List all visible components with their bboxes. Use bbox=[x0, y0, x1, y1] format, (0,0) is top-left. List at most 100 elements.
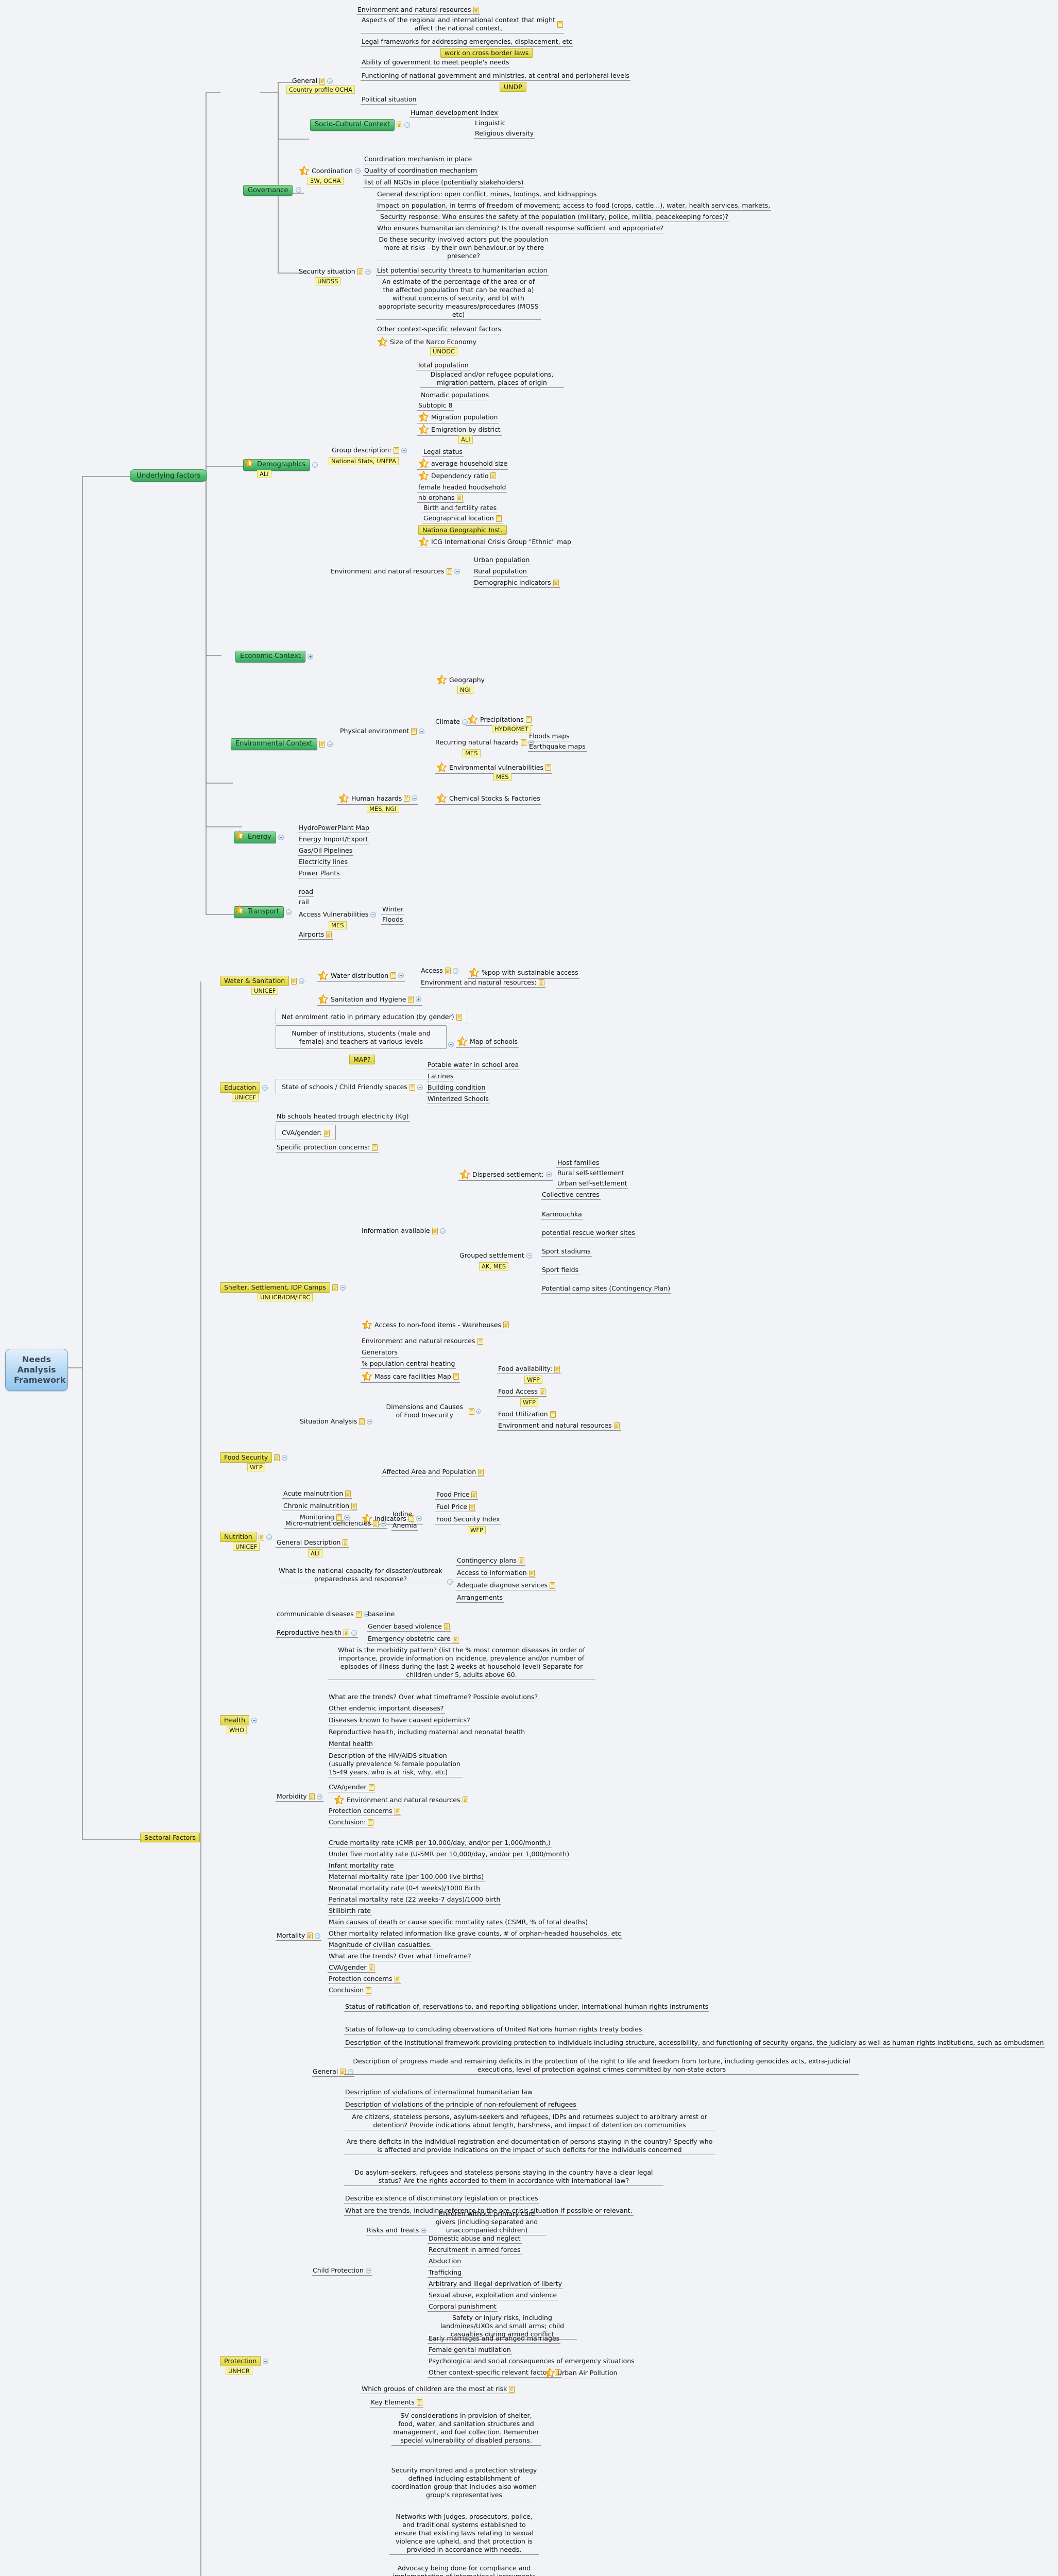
grouped-settlement-node[interactable]: Grouped settlement bbox=[458, 1251, 533, 1260]
collapse-toggle-icon[interactable] bbox=[447, 1579, 453, 1585]
collapse-toggle-icon[interactable] bbox=[401, 447, 407, 453]
national-capacity-toggle[interactable] bbox=[447, 1577, 453, 1586]
morbidity-child-7[interactable]: CVA/gender bbox=[328, 1783, 376, 1792]
nutrition-iodine[interactable]: Iodine bbox=[391, 1510, 414, 1519]
water-access-node[interactable]: Access bbox=[420, 966, 459, 975]
food-security-node[interactable]: Food Security bbox=[219, 1452, 288, 1463]
mortality-child-10[interactable]: What are the trends? Over what timeframe… bbox=[328, 1952, 472, 1961]
demographics-child-15[interactable]: ICG International Crisis Group "Ethnic" … bbox=[417, 536, 572, 548]
child-key-elements[interactable]: Key Elements bbox=[370, 2398, 423, 2408]
collapse-toggle-icon[interactable] bbox=[381, 1520, 387, 1527]
governance-general[interactable]: General bbox=[291, 75, 334, 86]
natural-hazards-node[interactable]: Recurring natural hazards bbox=[434, 738, 535, 747]
morbidity-child-4[interactable]: Reproductive health, including maternal … bbox=[328, 1727, 526, 1737]
child-risk-10[interactable]: Female genital mutilation bbox=[428, 2345, 512, 2355]
collapse-toggle-icon[interactable] bbox=[351, 1630, 357, 1636]
school-latrines[interactable]: Latrines bbox=[426, 1072, 455, 1081]
mortality-child-6[interactable]: Stillbirth rate bbox=[328, 1906, 372, 1916]
food-availability-node[interactable]: Food availability: bbox=[497, 1364, 561, 1374]
socio-cultural-context-node[interactable]: Socio-Cultural Context bbox=[309, 118, 411, 131]
mortality-child-4[interactable]: Neonatal mortality rate (0-4 weeks)/1000… bbox=[328, 1884, 481, 1893]
food-env-node[interactable]: Environment and natural resources bbox=[497, 1421, 621, 1431]
shelter-masscare-node[interactable]: Mass care facilities Map bbox=[361, 1370, 460, 1383]
reproductive-gbv[interactable]: Gender based violence bbox=[367, 1622, 451, 1632]
collapse-toggle-icon[interactable] bbox=[439, 1228, 446, 1234]
water-env-node[interactable]: Environment and natural resources: bbox=[420, 978, 545, 988]
education-child-protection[interactable]: Specific protection concerns: bbox=[276, 1143, 379, 1153]
demographics-child-11[interactable]: nb orphans bbox=[417, 493, 464, 503]
demographics-child-3[interactable]: Subtopic 8 bbox=[417, 401, 454, 411]
indicator-fuel-price[interactable]: Fuel Price bbox=[435, 1502, 476, 1512]
environmental-context-node[interactable]: Environmental Context bbox=[230, 738, 334, 751]
energy-child-3[interactable]: Electricity lines bbox=[298, 857, 349, 867]
security-child-8[interactable]: Size of the Narco Economy bbox=[376, 336, 478, 348]
collapse-toggle-icon[interactable] bbox=[278, 834, 284, 840]
chemical-stocks-node[interactable]: Chemical Stocks & Factories bbox=[435, 792, 541, 805]
energy-child-2[interactable]: Gas/Oil Pipelines bbox=[298, 846, 354, 856]
collapse-toggle-icon[interactable] bbox=[462, 719, 468, 725]
morbidity-child-8[interactable]: Environment and natural resources bbox=[333, 1794, 469, 1806]
water-access-child[interactable]: %pop with sustainable access bbox=[468, 967, 579, 979]
collapse-toggle-icon[interactable] bbox=[545, 1172, 552, 1177]
demographics-env-child-1[interactable]: Rural population bbox=[473, 567, 528, 577]
collapse-toggle-icon[interactable] bbox=[370, 911, 377, 918]
collapse-toggle-icon[interactable] bbox=[312, 462, 318, 468]
protection-general-child-9[interactable]: Describe existence of discriminatory leg… bbox=[344, 2194, 539, 2204]
mortality-child-13[interactable]: Conclusion bbox=[328, 1986, 373, 1995]
child-groups-at-risk[interactable]: Which groups of children are the most at… bbox=[361, 2384, 516, 2394]
earthquake-maps-node[interactable]: Earthquake maps bbox=[528, 742, 587, 752]
affected-area-node[interactable]: Affected Area and Population bbox=[381, 1467, 485, 1477]
protection-general-child-8[interactable]: Do asylum-seekers, refugees and stateles… bbox=[344, 2168, 663, 2186]
child-risk-11[interactable]: Psychological and social consequences of… bbox=[428, 2357, 636, 2366]
school-winterized[interactable]: Winterized Schools bbox=[426, 1094, 490, 1104]
governance-general-child-6[interactable]: UNDP bbox=[500, 81, 526, 92]
protection-node[interactable]: Protection bbox=[219, 2355, 269, 2367]
protection-general-node[interactable]: General bbox=[312, 2067, 355, 2077]
child-risk-12[interactable]: Other context-specific relevant factors bbox=[428, 2368, 561, 2378]
child-risk-9[interactable]: Early marriages and arranged marriages bbox=[428, 2334, 561, 2344]
governance-general-child-1[interactable]: Aspects of the regional and internationa… bbox=[361, 15, 564, 33]
child-risk-0[interactable]: Children without primary care givers (in… bbox=[428, 2209, 546, 2235]
collapse-toggle-icon[interactable] bbox=[367, 1418, 373, 1425]
security-child-7[interactable]: Other context-specific relevant factors bbox=[376, 325, 502, 334]
morbidity-child-2[interactable]: Other endemic important diseases? bbox=[328, 1704, 445, 1714]
collapse-toggle-icon[interactable] bbox=[262, 1084, 268, 1091]
transport-node[interactable]: Transport bbox=[233, 906, 293, 919]
mortality-child-8[interactable]: Other mortality related information like… bbox=[328, 1929, 623, 1939]
root-node[interactable]: Needs Analysis Framework bbox=[5, 1349, 68, 1391]
morbidity-child-1[interactable]: What are the trends? Over what timeframe… bbox=[328, 1692, 539, 1702]
indicator-fsi[interactable]: Food Security Index bbox=[435, 1515, 501, 1524]
collapse-toggle-icon[interactable] bbox=[528, 739, 534, 745]
collapse-toggle-icon[interactable] bbox=[421, 2227, 427, 2233]
mortality-child-12[interactable]: Protection concerns bbox=[328, 1974, 401, 1984]
child-sv-considerations[interactable]: SV considerations in provision of shelte… bbox=[391, 2411, 541, 2446]
demographics-env-child-2[interactable]: Demographic indicators bbox=[473, 578, 560, 588]
branch-sectoral-factors[interactable]: Sectoral Factors bbox=[140, 1832, 200, 1842]
morbidity-child-5[interactable]: Mental health bbox=[328, 1739, 374, 1749]
collapse-toggle-icon[interactable] bbox=[282, 1454, 288, 1461]
protection-general-child-2[interactable]: Description of the institutional framewo… bbox=[344, 2038, 1045, 2048]
dispersed-settlement-node[interactable]: Dispersed settlement: bbox=[458, 1168, 553, 1181]
grouped-child-1[interactable]: Karmouchka bbox=[541, 1210, 583, 1219]
child-risk-6[interactable]: Sexual abuse, exploitation and violence bbox=[428, 2291, 558, 2300]
child-protection-node[interactable]: Child Protection bbox=[312, 2266, 372, 2276]
protection-general-child-7[interactable]: Are there deficits in the individual reg… bbox=[344, 2137, 715, 2155]
mortality-child-2[interactable]: Infant mortality rate bbox=[328, 1861, 395, 1871]
socio-child-hdi[interactable]: Human development index bbox=[409, 108, 499, 118]
energy-child-4[interactable]: Power Plants bbox=[298, 869, 341, 878]
collapse-toggle-icon[interactable] bbox=[327, 741, 333, 747]
child-protection-roles-node[interactable]: Risks and Treats bbox=[366, 2226, 428, 2235]
transport-child-airports[interactable]: Airports bbox=[298, 930, 333, 940]
education-child-heated[interactable]: Nb schools heated trough electricity (Kg… bbox=[276, 1112, 410, 1122]
mortality-child-1[interactable]: Under five mortality rate (U-5MR per 10,… bbox=[328, 1850, 571, 1859]
protection-general-child-6[interactable]: Are citizens, stateless persons, asylum-… bbox=[344, 2112, 715, 2130]
demographics-child-0[interactable]: Total population bbox=[416, 361, 470, 370]
branch-underlying-factors[interactable]: Underlying factors bbox=[130, 469, 208, 482]
protection-general-child-4[interactable]: Description of violations of internation… bbox=[344, 2088, 534, 2097]
gbv-child-1[interactable]: Networks with judges, prosecutors, polic… bbox=[389, 2512, 539, 2555]
coordination-child-1[interactable]: Quality of coordination mechanism bbox=[363, 166, 479, 176]
morbidity-child-0[interactable]: What is the morbidity pattern? (list the… bbox=[328, 1646, 595, 1680]
collapse-toggle-icon[interactable] bbox=[476, 1408, 481, 1414]
protection-general-child-10[interactable]: What are the trends, including reference… bbox=[344, 2206, 634, 2216]
security-child-0[interactable]: General description: open conflict, mine… bbox=[376, 190, 598, 199]
